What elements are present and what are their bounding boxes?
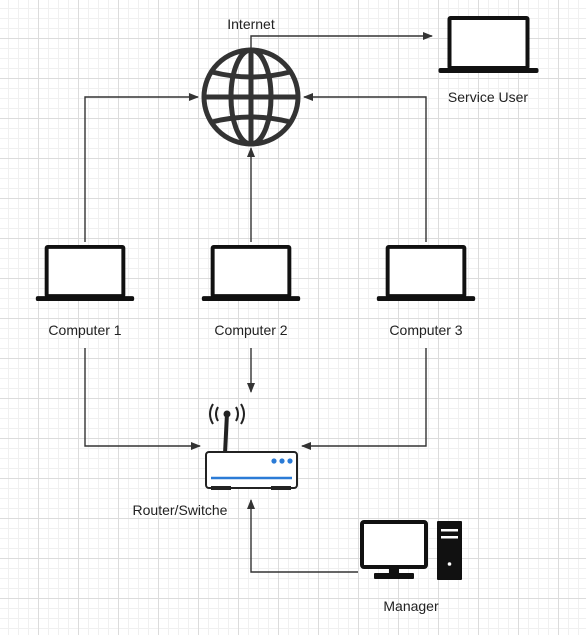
edge-computer3-to-internet bbox=[303, 93, 427, 242]
manager-label: Manager bbox=[383, 598, 439, 614]
internet-label: Internet bbox=[227, 16, 275, 32]
router-label: Router/Switche bbox=[132, 502, 228, 518]
computer-2-label: Computer 2 bbox=[214, 322, 288, 338]
edge-manager-to-router bbox=[247, 499, 358, 573]
service-user-laptop-icon bbox=[439, 18, 539, 73]
desktop-computer-icon bbox=[360, 520, 462, 580]
computer-2-laptop-icon bbox=[202, 247, 300, 301]
edge-computer1-to-internet bbox=[84, 93, 199, 242]
globe-icon bbox=[201, 47, 301, 147]
computer-3-label: Computer 3 bbox=[389, 322, 463, 338]
computer-1-laptop-icon bbox=[36, 247, 134, 301]
service-user-label: Service User bbox=[447, 89, 529, 105]
router-icon bbox=[205, 403, 298, 490]
edge-computer3-to-router bbox=[301, 348, 427, 450]
edge-computer1-to-router bbox=[84, 348, 201, 450]
edge-internet-to-service-user bbox=[250, 32, 433, 48]
computer-1-label: Computer 1 bbox=[48, 322, 122, 338]
computer-3-laptop-icon bbox=[377, 247, 475, 301]
